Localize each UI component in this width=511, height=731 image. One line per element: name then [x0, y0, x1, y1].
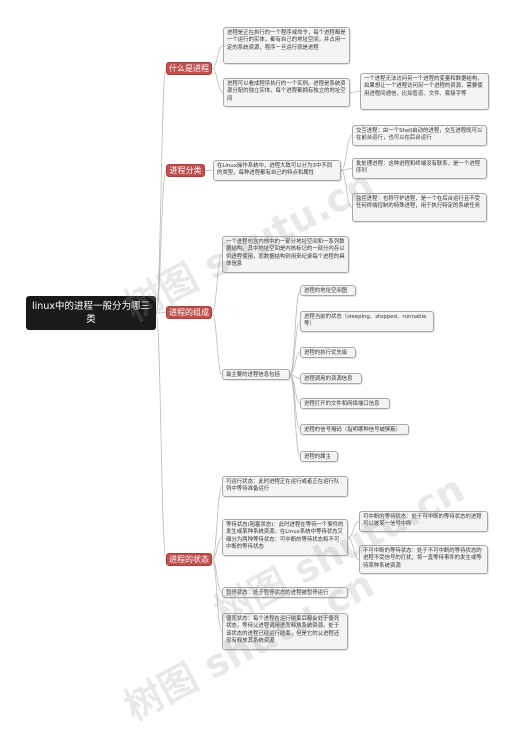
connector-10 — [340, 168, 353, 171]
connector-15 — [289, 321, 301, 375]
composition-item-files-ports[interactable]: 进程打开的文件和网络端口信息 — [300, 398, 390, 409]
classify-daemon[interactable]: 监控进程：也称守护进程，是一个在后台运行且不受任何终端控制的特殊进程，用于执行特… — [352, 193, 487, 222]
state-stopped[interactable]: 暂停状态：处于暂停状态的进程被暂停运行 — [222, 587, 348, 598]
connector-23 — [211, 559, 223, 593]
connector-24 — [211, 559, 223, 632]
connector-17 — [289, 374, 301, 379]
branch-composition[interactable]: 进程的组成 — [166, 306, 212, 319]
connector-11 — [340, 170, 353, 208]
connector-22 — [211, 537, 223, 560]
root-topic[interactable]: linux中的进程一般分为哪三类 — [26, 296, 156, 330]
classify-intro[interactable]: 在Linux操作系统中，进程大致可以分为3中不同的类型，每种进程都有自己的特点和… — [213, 160, 341, 181]
state-waiting[interactable]: 等待状态(阻塞状态)：此时进程在等待一个事件的发生或某种系统资源。在Linux系… — [222, 519, 348, 556]
classify-interactive[interactable]: 交互进程：由一个Shell启动的进程，交互进程既可以在前台运行，也可以在后台运行 — [352, 125, 487, 146]
classify-batch[interactable]: 批处理进程：这种进程和终端没有联系，是一个进程序列 — [352, 158, 487, 179]
composition-item-address-space[interactable]: 进程的地址空间图 — [300, 285, 356, 296]
state-runnable[interactable]: 可运行状态：此时进程正在运行或者正在运行队列中等待准备运行 — [222, 476, 348, 497]
composition-item-state[interactable]: 进程当前的状态（sleeping、stopped、runnable 等） — [300, 311, 434, 332]
composition-item-resources[interactable]: 进程调用的资源信息 — [300, 373, 362, 384]
connector-1 — [155, 68, 167, 314]
what-leaf-2[interactable]: 进程可以看成程序执行的一个实例。进程是系统资源分配的独立实体，每个进程都拥有独立… — [223, 78, 350, 107]
connector-5 — [211, 45, 224, 69]
composition-item-owner[interactable]: 进程的属主 — [300, 451, 338, 462]
connector-lines — [155, 45, 361, 632]
connector-20 — [289, 374, 301, 457]
branch-classification[interactable]: 进程分类 — [166, 164, 205, 177]
state-zombie[interactable]: 僵死状态：每个进程在运行结束后都会处于僵死状态，等待父进程调用进而释放系统资源。… — [222, 613, 348, 650]
composition-item-priority[interactable]: 进程的执行优先级 — [300, 347, 356, 358]
connector-3 — [155, 312, 167, 314]
mind-map: linux中的进程一般分为哪三类 什么是进程 进程是正在执行的一个程序或命令，每… — [26, 27, 489, 730]
connector-6 — [211, 68, 224, 93]
composition-main-info[interactable]: 最主要的进程信息包括 — [222, 369, 290, 380]
state-waiting-uninterruptible[interactable]: 不可中断的等待状态：处于不可中断的等待状态的进程不受信号的打扰，将一直等待事件的… — [359, 545, 488, 574]
connector-13 — [211, 312, 223, 375]
branch-what-is-process[interactable]: 什么是进程 — [166, 62, 212, 75]
connector-26 — [347, 537, 360, 560]
composition-intro[interactable]: 一个进程包含内核中的一部分地址空间和一系列数据结构。其中地址空间是内核标记的一部… — [222, 236, 349, 273]
connector-4 — [155, 312, 167, 560]
connector-7 — [349, 91, 361, 93]
connector-2 — [155, 170, 167, 314]
what-leaf-1[interactable]: 进程是正在执行的一个程序或命令，每个进程都是一个运行的实体，都有自己的地址空间，… — [223, 27, 350, 64]
composition-item-signal-mask[interactable]: 进程的信号掩码（指明哪种信号被屏蔽） — [300, 424, 409, 435]
branch-states[interactable]: 进程的状态 — [166, 553, 212, 566]
connector-25 — [347, 521, 360, 538]
what-leaf-2-sub[interactable]: 一个进程无法访问另一个进程的变量和数据结构，如果想让一个进程访问另一个进程的资源… — [360, 73, 489, 110]
state-waiting-interruptible[interactable]: 可中断的等待状态：处于可中断的等待状态的进程可以被某一信号中断 — [359, 511, 488, 532]
connector-12 — [211, 254, 223, 313]
connector-21 — [211, 486, 223, 560]
connector-16 — [289, 352, 301, 375]
connector-9 — [340, 135, 353, 171]
